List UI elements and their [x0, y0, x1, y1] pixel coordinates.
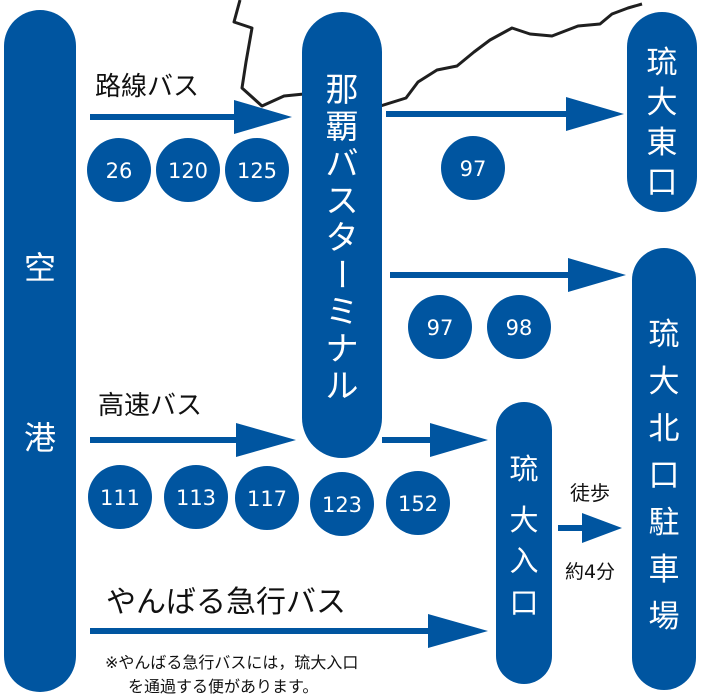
bus-number-circle	[310, 472, 374, 536]
arrow-local-to-naha	[90, 100, 292, 134]
naha-terminal-char-7: ナ	[326, 329, 359, 368]
bus-number-120: 120	[168, 159, 208, 183]
kitaguchi-char-5: 車	[649, 552, 680, 588]
bus-number-97: 97	[427, 316, 454, 340]
bus-number-123: 123	[322, 493, 362, 517]
iriguchi-char-3: 口	[509, 586, 538, 620]
airport-char-1: 港	[24, 419, 56, 457]
express-bus-numbers: 111 113 117 123 152	[88, 465, 450, 536]
arrow-express-to-iriguchi	[382, 423, 488, 457]
yanbaru-bus-label: やんばる急行バス	[106, 585, 346, 620]
bus-number-98: 98	[506, 316, 533, 340]
bus-number-117: 117	[247, 487, 287, 511]
kitaguchi-char-2: 北	[649, 411, 680, 447]
naha-terminal-char-4: タ	[326, 218, 359, 257]
note-line-2: を通過する便があります。	[128, 677, 318, 696]
local-bus-numbers: 26 120 125	[87, 138, 289, 202]
arrow-naha-to-kitaguchi	[390, 258, 626, 292]
bus-number-97: 97	[460, 157, 487, 181]
bus-number-circle	[87, 138, 151, 202]
naha-terminal-char-6: ミ	[326, 292, 359, 331]
kitaguchi-char-4: 駐	[649, 505, 680, 541]
arrow-naha-to-higashiguchi	[386, 97, 624, 131]
bus-number-152: 152	[398, 492, 438, 516]
iriguchi-char-2: 入	[509, 544, 538, 578]
walk-time-label: 約4分	[565, 561, 615, 583]
bus-number-circle	[441, 136, 505, 200]
kitaguchi-char-0: 琉	[649, 317, 680, 353]
bus-number-circle	[235, 466, 299, 530]
ryudai-higashiguchi-pill	[627, 12, 697, 212]
kitaguchi-char-1: 大	[649, 364, 680, 400]
bus-number-26: 26	[106, 159, 133, 183]
bus-number-125: 125	[237, 159, 277, 183]
bus-number-circle	[225, 138, 289, 202]
airport-char-0: 空	[24, 249, 56, 287]
naha-bus-terminal-pill	[302, 12, 382, 458]
kitaguchi-char-6: 場	[649, 599, 680, 635]
higashiguchi-char-0: 琉	[647, 45, 678, 81]
naha-terminal-char-8: ル	[326, 366, 359, 405]
higashiguchi-char-2: 東	[647, 125, 678, 161]
map-outline	[232, 0, 643, 110]
note-line-1: ※やんばる急行バスには，琉大入口	[105, 653, 358, 672]
walk-label: 徒歩	[570, 481, 610, 505]
bus-number-circle	[164, 465, 228, 529]
naha-terminal-char-3: ス	[326, 181, 359, 220]
bus-number-circle	[88, 465, 152, 529]
naha-terminal-char-2: バ	[326, 144, 359, 183]
higashiguchi-char-3: 口	[647, 165, 678, 201]
iriguchi-char-0: 琉	[509, 452, 538, 486]
local-bus-label: 路線バス	[95, 72, 199, 102]
bus-number-circle	[156, 138, 220, 202]
kitaguchi-bus-numbers: 97 98	[408, 295, 551, 359]
bus-number-circle	[408, 295, 472, 359]
ryudai-kitaguchi-parking-pill	[632, 248, 696, 690]
ryudai-iriguchi-pill	[496, 402, 552, 684]
naha-terminal-char-0: 那	[326, 70, 359, 109]
naha-terminal-char-5: ー	[322, 258, 361, 291]
express-bus-label: 高速バス	[98, 391, 202, 421]
arrow-express-to-naha	[90, 423, 296, 457]
bus-number-circle	[487, 295, 551, 359]
bus-number-111: 111	[100, 486, 140, 510]
iriguchi-char-1: 大	[509, 503, 538, 537]
airport-pill	[4, 10, 76, 692]
naha-terminal-char-1: 覇	[326, 107, 359, 146]
arrow-yanbaru	[90, 614, 488, 648]
kitaguchi-char-3: 口	[649, 458, 680, 494]
higashiguchi-char-1: 大	[647, 85, 678, 121]
higashiguchi-bus-numbers: 97	[441, 136, 505, 200]
bus-number-113: 113	[176, 486, 216, 510]
arrow-walk	[558, 513, 622, 543]
bus-number-circle	[386, 471, 450, 535]
